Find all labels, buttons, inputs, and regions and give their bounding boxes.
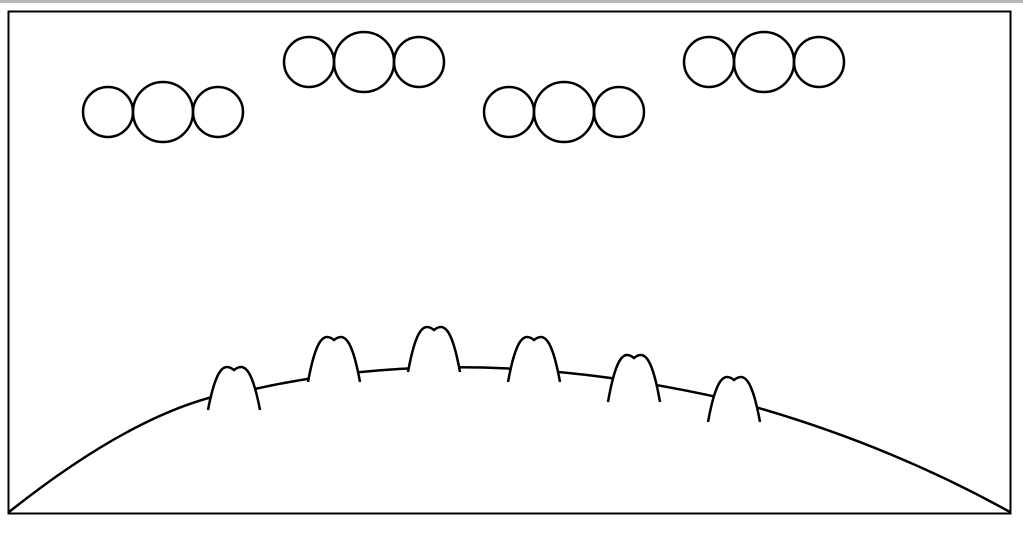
bump-2 xyxy=(306,335,362,383)
cloud-circle-left xyxy=(682,35,736,89)
cloud-circle-middle xyxy=(131,80,195,144)
top-strip xyxy=(0,0,1023,3)
cloud-group-3 xyxy=(482,80,646,144)
cloud-circle-middle xyxy=(732,30,796,94)
ground-arc xyxy=(8,366,1011,514)
cloud-group-1 xyxy=(81,80,245,144)
cloud-circle-middle xyxy=(332,30,396,94)
bump-6 xyxy=(706,375,762,423)
clouds xyxy=(81,30,846,144)
cloud-circle-right xyxy=(592,85,646,139)
bump-3 xyxy=(406,325,462,373)
cloud-group-2 xyxy=(282,30,446,94)
cloud-circle-right xyxy=(392,35,446,89)
bump-1 xyxy=(206,365,262,411)
cloud-circle-left xyxy=(482,85,536,139)
cloud-circle-right xyxy=(792,35,846,89)
frame-border xyxy=(7,10,1012,515)
cloud-circle-left xyxy=(282,35,336,89)
bump-4 xyxy=(506,335,562,383)
cloud-circle-left xyxy=(81,85,135,139)
cloud-group-4 xyxy=(682,30,846,94)
cloud-circle-middle xyxy=(532,80,596,144)
cloud-circle-right xyxy=(191,85,245,139)
bumps xyxy=(206,325,762,423)
bump-5 xyxy=(606,353,662,403)
